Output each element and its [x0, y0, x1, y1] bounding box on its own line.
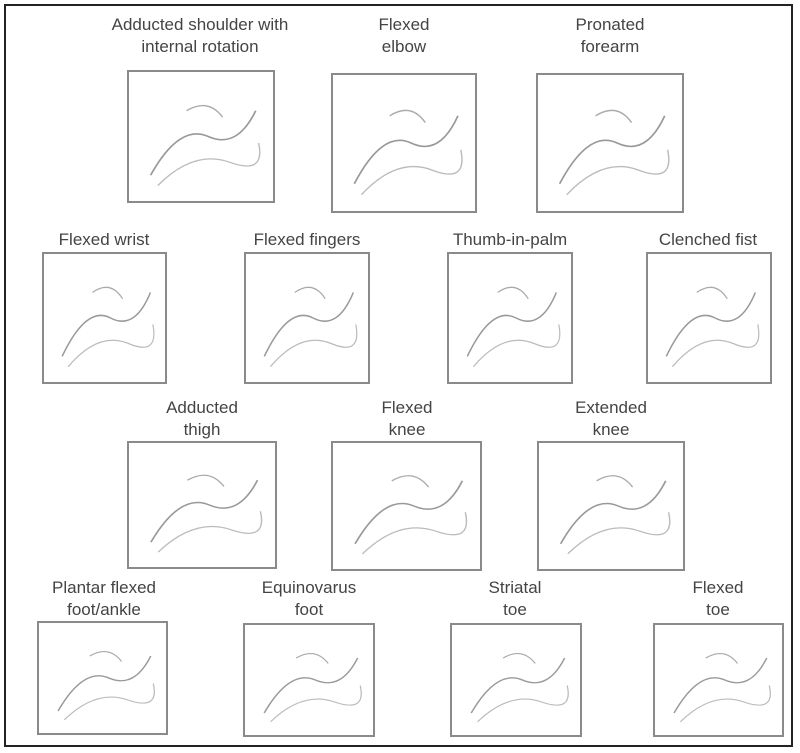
plantar-flexed-foot-illustration [37, 621, 168, 735]
clenched-fist-illustration [646, 252, 772, 384]
extended-knee-label: Extended knee [575, 397, 647, 441]
label-line-1: Flexed [692, 578, 744, 597]
flexed-toe-illustration [653, 623, 784, 737]
label-line-1: Equinovarus [261, 578, 357, 597]
pronated-forearm-label: Pronated forearm [576, 14, 645, 58]
label-line-1: Flexed wrist [58, 230, 150, 249]
flexed-knee-label: Flexed knee [381, 397, 432, 441]
striatal-toe-label: Striatal toe [489, 577, 542, 621]
flexed-elbow-illustration [331, 73, 477, 213]
label-line-1: Striatal [488, 578, 542, 597]
adducted-thigh-label: Adducted thigh [166, 397, 238, 441]
flexed-fingers-label: Flexed fingers [254, 229, 361, 251]
label-line-2: foot/ankle [67, 600, 141, 619]
label-line-1: Extended [575, 398, 647, 417]
label-line-1: Pronated [575, 15, 645, 34]
equinovarus-foot-label: Equinovarus foot [262, 577, 357, 621]
label-line-2: foot [294, 600, 324, 619]
label-line-2: knee [388, 420, 426, 439]
plantar-flexed-foot-label: Plantar flexed foot/ankle [52, 577, 156, 621]
label-line-1: Flexed [381, 398, 433, 417]
equinovarus-foot-illustration [243, 623, 375, 737]
label-line-2: forearm [580, 37, 640, 56]
clenched-fist-label: Clenched fist [659, 229, 757, 251]
flexed-toe-label: Flexed toe [692, 577, 743, 621]
flexed-elbow-label: Flexed elbow [378, 14, 429, 58]
striatal-toe-illustration [450, 623, 582, 737]
flexed-wrist-illustration [42, 252, 167, 384]
label-line-2: knee [592, 420, 630, 439]
label-line-2: thigh [183, 420, 221, 439]
adducted-thigh-illustration [127, 441, 277, 569]
label-line-2: elbow [381, 37, 427, 56]
label-line-2: toe [706, 600, 730, 619]
label-line-1: Clenched fist [658, 230, 758, 249]
outer-border [4, 4, 793, 747]
extended-knee-illustration [537, 441, 685, 571]
label-line-2: internal rotation [141, 37, 259, 56]
flexed-knee-illustration [331, 441, 482, 571]
label-line-1: Flexed fingers [253, 230, 361, 249]
label-line-2: toe [503, 600, 527, 619]
label-line-1: Thumb-in-palm [452, 230, 568, 249]
label-line-1: Adducted [166, 398, 238, 417]
flexed-fingers-illustration [244, 252, 370, 384]
adducted-shoulder-illustration [127, 70, 275, 203]
flexed-wrist-label: Flexed wrist [59, 229, 150, 251]
pronated-forearm-illustration [536, 73, 684, 213]
label-line-1: Flexed [378, 15, 430, 34]
label-line-1: Plantar flexed [52, 578, 156, 597]
thumb-in-palm-label: Thumb-in-palm [453, 229, 567, 251]
thumb-in-palm-illustration [447, 252, 573, 384]
label-line-1: Adducted shoulder with [111, 15, 289, 34]
adducted-shoulder-label: Adducted shoulder with internal rotation [112, 14, 289, 58]
